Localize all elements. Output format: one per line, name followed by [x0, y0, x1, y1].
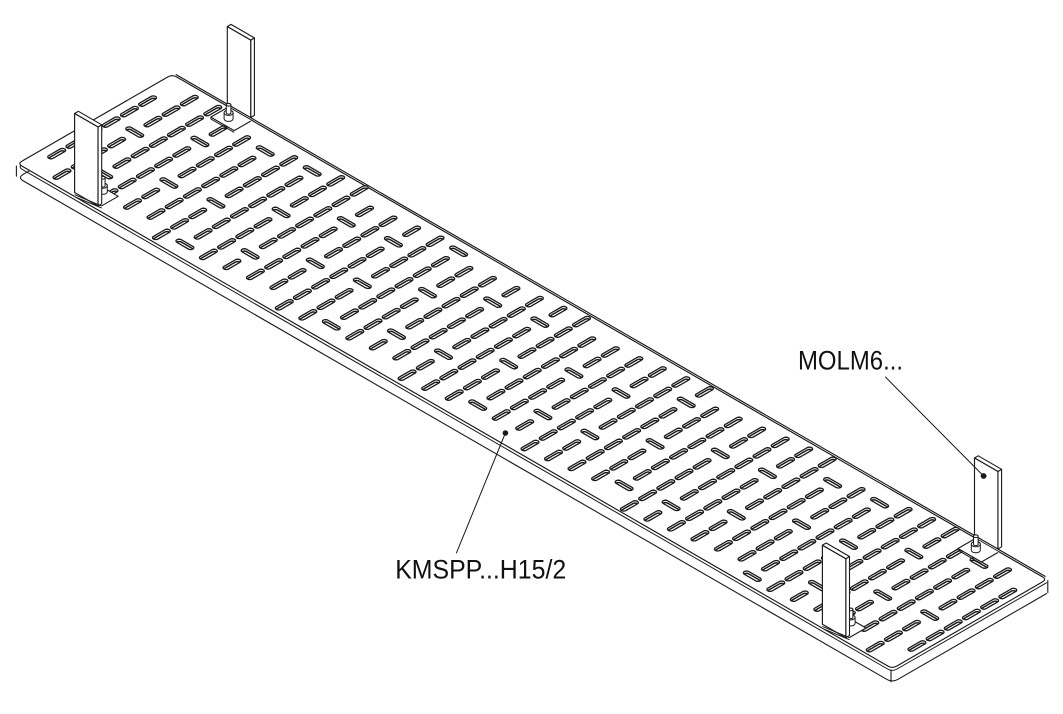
svg-text:MOLM6...: MOLM6... [798, 344, 903, 375]
svg-text:KMSPP...H15/2: KMSPP...H15/2 [395, 554, 566, 585]
